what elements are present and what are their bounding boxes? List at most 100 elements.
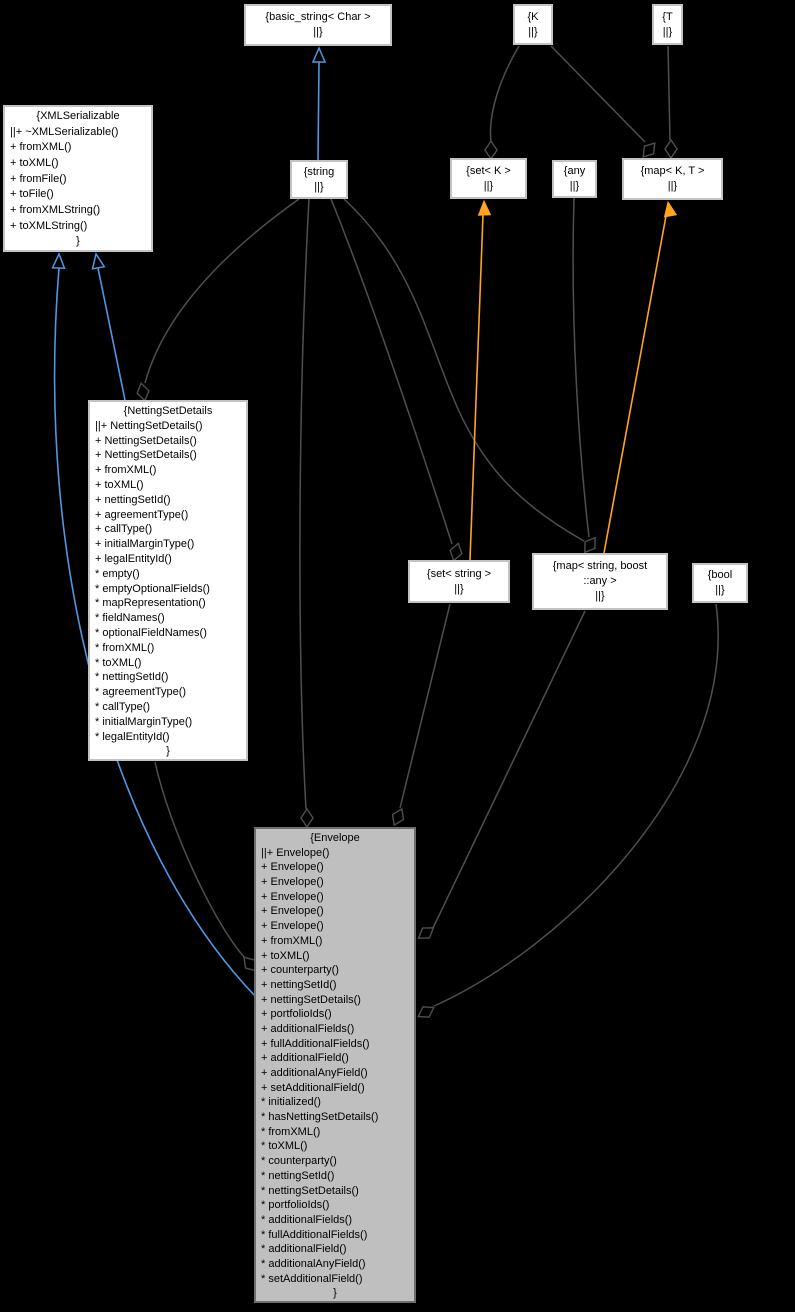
class-member: ||+ Envelope() (261, 846, 330, 859)
class-node-k[interactable]: {K||} (513, 4, 553, 45)
node-label-line: ||} (662, 25, 673, 38)
node-label-line: ||} (569, 180, 580, 192)
class-node-set-k[interactable]: {set< K >||} (450, 158, 527, 199)
class-member: + nettingSetDetails() (261, 993, 361, 1006)
class-member: + fromXML() (95, 464, 157, 477)
inheritance-arrowhead-icon (91, 252, 106, 270)
class-node-map-kt[interactable]: {map< K, T >||} (622, 158, 723, 200)
class-record-footer: } (333, 1287, 337, 1300)
class-member: * additionalFields() (261, 1213, 353, 1226)
node-label-line: ||} (483, 179, 494, 192)
class-member: ||+ NettingSetDetails() (95, 419, 203, 432)
class-member: + toXML() (95, 478, 144, 491)
class-member: * mapRepresentation() (95, 597, 206, 610)
class-node-map-string-any[interactable]: {map< string, boost::any >||} (532, 553, 668, 610)
node-label-line: {string (303, 165, 335, 178)
edge-any-to-map-string-any (572, 197, 590, 538)
class-member: + NettingSetDetails() (95, 449, 197, 462)
class-member: + Envelope() (261, 890, 324, 903)
class-member: + portfolioIds() (261, 1008, 332, 1021)
class-member: * empty() (95, 567, 140, 580)
class-member: ||+ ~XMLSerializable() (10, 125, 119, 138)
class-member: + nettingSetId() (261, 978, 337, 991)
node-label-line: ||} (313, 26, 323, 38)
class-node-envelope[interactable]: {Envelope||+ Envelope()+ Envelope()+ Env… (254, 827, 416, 1303)
inheritance-arrowhead-icon (311, 46, 327, 63)
aggregation-diamond-icon (664, 138, 678, 160)
class-member: * fromXML() (95, 641, 155, 654)
class-record-footer: } (76, 235, 80, 248)
class-member: + Envelope() (261, 861, 324, 874)
node-label-line: {bool (707, 569, 733, 581)
class-member: + toXMLString() (10, 219, 88, 232)
edge-string-to-map-string-any (343, 198, 585, 542)
edge-nettingsetdetails-to-xmlserializable (97, 267, 126, 401)
edge-string-to-nettingsetdetails (144, 198, 300, 384)
node-label-line: ||} (454, 582, 464, 595)
edge-string-to-basic-string (317, 61, 320, 161)
class-member: + counterparty() (261, 964, 339, 977)
aggregation-diamond-icon (300, 807, 314, 829)
class-member: + setAdditionalField() (261, 1081, 365, 1094)
aggregation-diamond-icon (391, 807, 405, 827)
class-member: + fullAdditionalFields() (261, 1037, 370, 1050)
class-member: * fromXML() (261, 1125, 321, 1138)
class-member: * additionalField() (261, 1243, 347, 1256)
class-node-set-string[interactable]: {set< string > ||} (408, 560, 510, 603)
class-member: * nettingSetId() (261, 1169, 335, 1182)
edge-set-string-to-envelope (399, 603, 451, 809)
class-member: * toXML() (95, 656, 142, 669)
class-member: + fromXML() (10, 141, 72, 154)
class-member: * initialMarginType() (95, 715, 193, 728)
class-member: + fromXMLString() (10, 204, 101, 217)
node-label-line: ||} (528, 25, 538, 38)
aggregation-diamond-icon (584, 536, 596, 554)
class-member: + additionalField() (261, 1052, 349, 1065)
class-member: + toFile() (10, 188, 54, 201)
class-member: * fullAdditionalFields() (261, 1228, 368, 1241)
node-label-line: {set< string > (426, 567, 492, 580)
class-member: + NettingSetDetails() (95, 434, 197, 447)
template-arrowhead-icon (477, 199, 492, 216)
edge-k-to-set-k (489, 45, 520, 142)
class-node-basic-string[interactable]: {basic_string< Char >||} (244, 4, 392, 46)
class-title: {Envelope (310, 832, 360, 844)
class-record-footer: } (166, 745, 170, 758)
class-member: * initialized() (261, 1096, 321, 1109)
edge-map-string-any-to-map-kt (603, 215, 667, 554)
class-member: + additionalAnyField() (261, 1067, 368, 1079)
class-member: * legalEntityId() (95, 730, 170, 743)
class-member: + additionalFields() (261, 1022, 355, 1035)
class-member: + toXML() (10, 157, 59, 170)
node-label-line: ::any > (583, 575, 617, 587)
class-member: + fromFile() (10, 172, 67, 185)
node-label-line: ||} (715, 584, 725, 596)
aggregation-diamond-icon (642, 142, 656, 158)
class-node-string[interactable]: {string ||} (290, 160, 348, 199)
class-member: * fieldNames() (95, 612, 165, 625)
node-label-line: ||} (667, 180, 678, 192)
class-member: + fromXML() (261, 934, 323, 947)
edge-t-to-map-kt (667, 45, 671, 141)
class-member: + initialMarginType() (95, 538, 195, 551)
class-node-nettingsetdetails[interactable]: {NettingSetDetails||+ NettingSetDetails(… (88, 400, 248, 761)
class-node-xmlserializable[interactable]: {XMLSerializable ||+ ~XMLSerializable() + … (3, 105, 153, 252)
class-node-bool[interactable]: {bool ||} (692, 563, 748, 603)
class-member: + toXML() (261, 949, 310, 962)
class-node-t[interactable]: {T||} (652, 4, 683, 45)
class-member: + Envelope() (261, 905, 324, 918)
aggregation-diamond-icon (484, 139, 498, 161)
class-member: + nettingSetId() (95, 493, 171, 506)
aggregation-diamond-icon (417, 927, 435, 939)
class-title: {XMLSerializable (36, 110, 120, 122)
node-label-line: ||} (314, 180, 324, 193)
edge-string-to-set-string (330, 198, 453, 545)
class-member: * nettingSetId() (95, 671, 169, 684)
class-member: + Envelope() (261, 876, 324, 889)
class-node-any[interactable]: {any||} (552, 160, 597, 198)
class-member: * emptyOptionalFields() (95, 582, 210, 595)
class-member: * hasNettingSetDetails() (261, 1111, 379, 1124)
class-member: * optionalFieldNames() (95, 626, 207, 639)
